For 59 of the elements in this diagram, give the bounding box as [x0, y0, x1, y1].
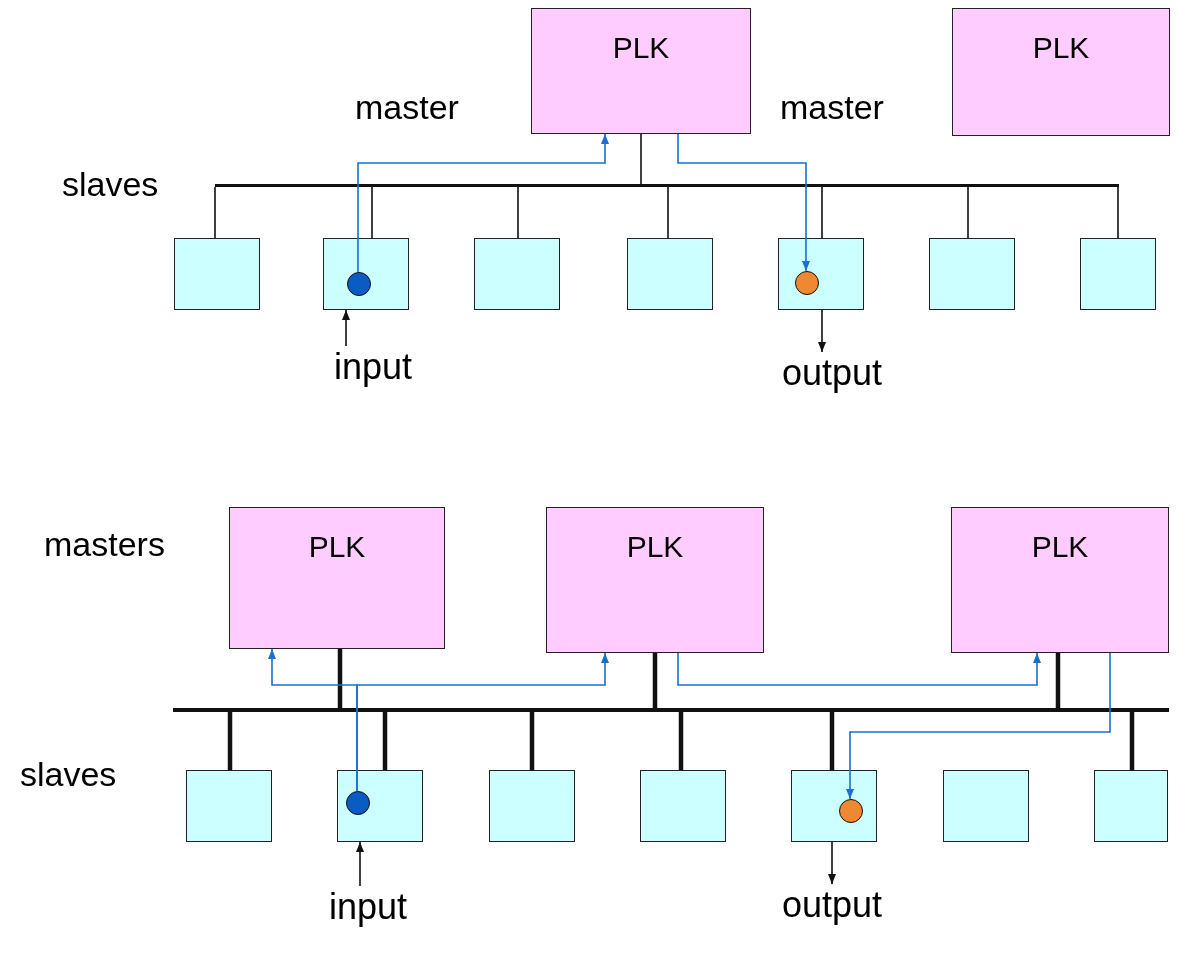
controller-box: PLK — [952, 8, 1170, 136]
slave-box — [929, 238, 1015, 310]
bus-connector — [1129, 712, 1135, 770]
signal-label: output — [780, 352, 884, 394]
arrow — [828, 841, 836, 885]
bus-connector — [227, 712, 233, 770]
bus-connector — [337, 649, 343, 708]
bus-connector — [678, 712, 684, 770]
slave-box — [1080, 238, 1156, 310]
bus-connector — [1117, 186, 1119, 239]
role-label: masters — [44, 525, 165, 564]
slave-box — [323, 238, 409, 310]
bus-connector — [214, 186, 216, 239]
slave-box — [174, 238, 260, 310]
signal-path-arrow — [677, 133, 810, 272]
slave-box — [943, 770, 1029, 842]
signal-label: input — [332, 346, 414, 388]
role-label: slaves — [20, 755, 117, 794]
arrow — [356, 841, 364, 887]
arrow — [342, 309, 350, 347]
role-label: slaves — [62, 165, 159, 204]
bus-connector — [640, 133, 642, 185]
signal-dot — [346, 791, 370, 815]
signal-dot — [347, 272, 371, 296]
role-label: master — [355, 88, 459, 127]
slave-box — [627, 238, 713, 310]
signal-path-arrow — [356, 652, 609, 792]
bus-connector — [821, 186, 823, 239]
slave-box — [791, 770, 877, 842]
slave-box — [640, 770, 726, 842]
signal-label: input — [327, 886, 409, 928]
bus-connector — [371, 186, 373, 239]
role-label: master — [780, 88, 884, 127]
bus-connector — [517, 186, 519, 239]
slave-box — [489, 770, 575, 842]
bus-connector — [1055, 653, 1061, 708]
signal-label: output — [780, 884, 884, 926]
controller-box: PLK — [951, 507, 1169, 653]
bus-connector — [652, 653, 658, 708]
bus-connector — [382, 712, 388, 770]
arrow — [818, 309, 826, 353]
signal-dot — [795, 271, 819, 295]
signal-path-arrow — [357, 133, 609, 273]
controller-box: PLK — [229, 507, 445, 649]
controller-box: PLK — [531, 8, 751, 134]
controller-box: PLK — [546, 507, 764, 653]
slave-box — [186, 770, 272, 842]
slave-box — [778, 238, 864, 310]
bus-connector — [967, 186, 969, 239]
bus-connector — [529, 712, 535, 770]
slave-box — [1094, 770, 1168, 842]
bus-connector — [829, 712, 835, 770]
signal-dot — [839, 799, 863, 823]
slave-box — [337, 770, 423, 842]
signal-path-arrow — [677, 652, 1041, 686]
slave-box — [474, 238, 560, 310]
signal-path-arrow — [846, 652, 1111, 800]
bus-connector — [667, 186, 669, 239]
bus-line — [215, 184, 1119, 187]
